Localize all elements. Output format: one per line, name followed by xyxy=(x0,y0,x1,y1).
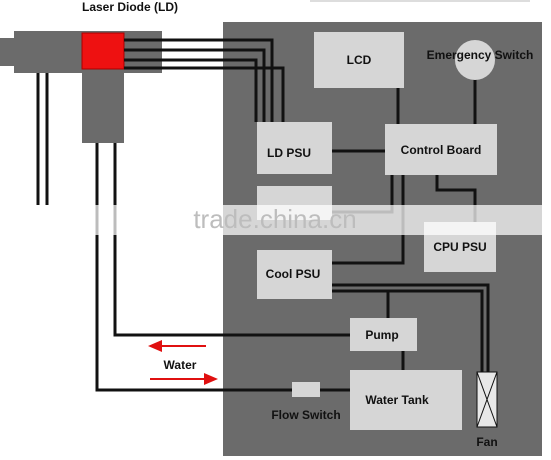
laser-diode xyxy=(81,32,125,70)
flow-switch-label: Flow Switch xyxy=(271,408,340,422)
water-tank-label: Water Tank xyxy=(365,393,429,407)
wire-coolpsu-fan-b xyxy=(332,289,484,372)
control-board-label: Control Board xyxy=(401,143,482,157)
ld-psu-label: LD PSU xyxy=(267,146,311,160)
title-label: Laser Diode (LD) xyxy=(82,0,178,14)
watermark-text: trade.china.cn xyxy=(193,204,356,234)
water-arrows xyxy=(148,340,218,385)
water-tank-box xyxy=(350,370,462,430)
wire-ld-psu-c xyxy=(124,58,258,122)
cool-psu-box xyxy=(257,250,332,299)
arrow-left-head xyxy=(148,340,162,352)
fan-icon xyxy=(476,371,498,428)
pump-box xyxy=(350,318,417,351)
lcd-box xyxy=(314,32,404,88)
control-board-box xyxy=(385,124,497,175)
fan-label: Fan xyxy=(476,435,497,449)
ld-psu-box xyxy=(257,122,332,174)
wire-cb-coolpsu-b xyxy=(332,174,405,265)
cpu-psu-label: CPU PSU xyxy=(433,240,486,254)
watermark-band xyxy=(0,205,551,235)
wire-ld-psu-b xyxy=(124,48,266,122)
wire-ld-psu-d xyxy=(124,66,285,122)
wire-ld-psu-a xyxy=(124,38,274,122)
cool-psu-label: Cool PSU xyxy=(266,267,321,281)
wire-coolpsu-fan-a xyxy=(332,283,490,372)
emergency-switch-label: Emergency Switch xyxy=(427,48,534,62)
emergency-switch-knob xyxy=(455,40,495,80)
lcd-label: LCD xyxy=(347,53,372,67)
arrow-right-head xyxy=(204,373,218,385)
ld-cooling-block xyxy=(82,73,124,143)
flow-switch-box xyxy=(292,382,320,397)
water-label: Water xyxy=(164,358,197,372)
pump-label: Pump xyxy=(365,328,398,342)
